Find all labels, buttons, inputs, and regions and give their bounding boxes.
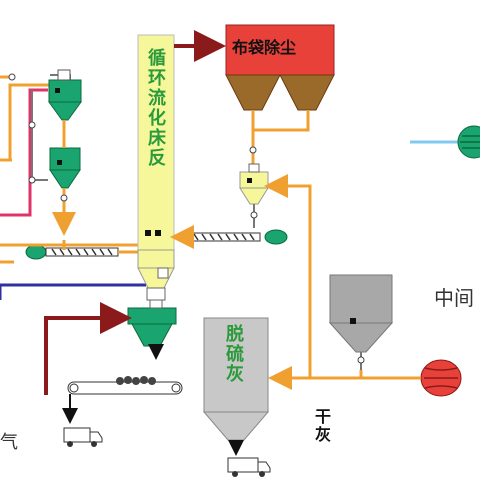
screw-conveyor-icon-right xyxy=(187,229,288,245)
bag-filter-label: 布袋除尘 xyxy=(232,38,297,57)
gas-label: 气 xyxy=(0,432,18,453)
column-label: 循环流化床反 xyxy=(145,48,166,168)
hopper-top xyxy=(48,69,82,140)
truck-icon xyxy=(63,427,103,447)
red-pipe-cyclone xyxy=(44,302,132,395)
pink-pipe xyxy=(0,150,32,217)
desulf-ash-label: 脱硫灰 xyxy=(223,324,244,384)
hopper-right-small xyxy=(239,163,269,228)
fan-icon xyxy=(420,359,462,397)
cyclone xyxy=(127,299,177,360)
intermediate-label: 中间 xyxy=(434,286,474,310)
hopper-middle xyxy=(49,147,81,236)
bag-filter xyxy=(225,24,335,111)
screw-conveyor-icon xyxy=(25,244,119,260)
dry-ash-label: 干灰 xyxy=(312,408,331,444)
hopper-gray xyxy=(328,274,394,370)
desulf-ash-silo xyxy=(202,317,270,456)
fan-icon-top xyxy=(457,125,480,159)
truck-icon-bottom xyxy=(227,457,271,477)
belt-conveyor-icon xyxy=(67,376,183,395)
pink-pipe-2 xyxy=(28,88,48,150)
orange-pipe-left xyxy=(0,83,50,162)
